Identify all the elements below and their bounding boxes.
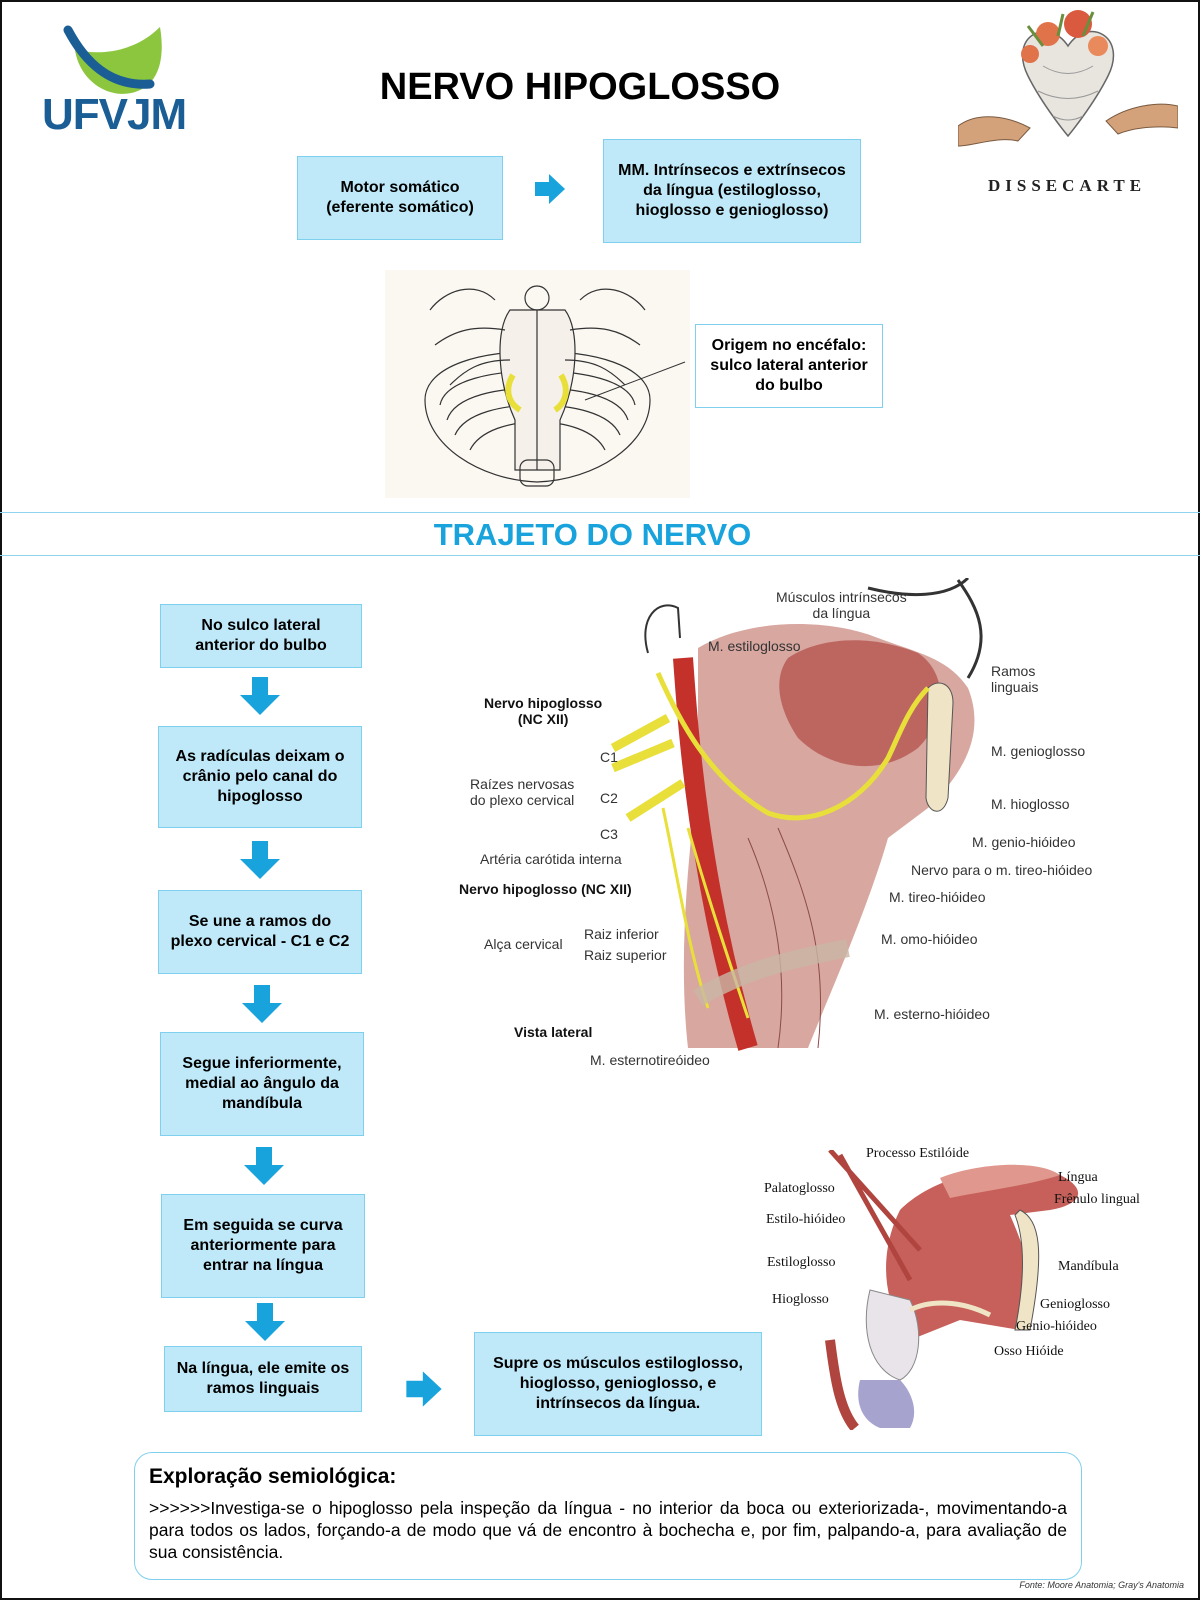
- pathway-step-label: As radículas deixam o crânio pelo canal …: [175, 748, 345, 805]
- arrow-down-icon: [242, 985, 282, 1023]
- pathway-step-3: Se une a ramos do plexo cervical - C1 e …: [158, 890, 362, 974]
- arrow-right-icon: [535, 174, 565, 204]
- lateral-neck-figure: Músculos intrínsecos da língua M. estilo…: [448, 576, 1120, 1098]
- motor-somatic-box: Motor somático (eferente somático): [297, 156, 503, 240]
- label-frenulo-lingual: Frênulo lingual: [1054, 1192, 1140, 1207]
- label-nervo-hipoglosso: Nervo hipoglosso (NC XII): [484, 695, 603, 727]
- pathway-result-label: Supre os músculos estiloglosso, hiogloss…: [493, 1355, 743, 1412]
- brainstem-figure: [385, 270, 690, 498]
- pathway-step-label: No sulco lateral anterior do bulbo: [195, 617, 327, 654]
- pathway-step-label: Segue inferiormente, medial ao ângulo da…: [182, 1055, 342, 1112]
- neck-anatomy-drawing-icon: [610, 576, 983, 1051]
- heart-flowers-hands-icon: [957, 10, 1179, 147]
- pathway-step-6: Na língua, ele emite os ramos linguais: [164, 1346, 362, 1412]
- label-genio-hioideo: Genio-hióideo: [1016, 1319, 1097, 1334]
- label-vista-lateral: Vista lateral: [514, 1024, 593, 1040]
- label-c1: C1: [600, 749, 618, 765]
- source-note: Fonte: Moore Anatomia; Gray's Anatomia: [1019, 1580, 1184, 1590]
- target-muscles-box: MM. Intrínsecos e extrínsecos da língua …: [603, 139, 861, 243]
- label-esterno-hioideo: M. esterno-hióideo: [874, 1006, 990, 1022]
- arrow-down-icon: [245, 1303, 285, 1341]
- label-tireo-hioideo: M. tireo-hióideo: [889, 889, 986, 905]
- label-processo-estiloide: Processo Estilóide: [866, 1146, 970, 1161]
- label-osso-hioide: Osso Hióide: [994, 1344, 1064, 1359]
- exploration-panel: Exploração semiológica: >>>>>>Investiga-…: [134, 1452, 1082, 1580]
- tongue-muscles-figure: Processo Estilóide Língua Palatoglosso F…: [760, 1146, 1180, 1432]
- pathway-step-4: Segue inferiormente, medial ao ângulo da…: [160, 1032, 364, 1136]
- target-muscles-label: MM. Intrínsecos e extrínsecos da língua …: [618, 162, 846, 219]
- pathway-step-label: Em seguida se curva anteriormente para e…: [183, 1217, 343, 1274]
- label-carotida: Artéria carótida interna: [480, 851, 622, 867]
- pathway-step-1: No sulco lateral anterior do bulbo: [160, 604, 362, 668]
- label-nervo-hipoglosso-2: Nervo hipoglosso (NC XII): [459, 881, 632, 897]
- exploration-text: >>>>>>Investiga-se o hipoglosso pela ins…: [149, 1498, 1067, 1562]
- label-omo-hioideo: M. omo-hióideo: [881, 931, 978, 947]
- origin-box: Origem no encéfalo: sulco lateral anteri…: [695, 324, 883, 408]
- pathway-result-box: Supre os músculos estiloglosso, hiogloss…: [474, 1332, 762, 1436]
- label-raiz-superior: Raiz superior: [584, 947, 667, 963]
- brand-text: DISSECARTE: [988, 176, 1147, 195]
- ufvjm-logo: UFVJM: [40, 22, 190, 142]
- label-esternotireoideo: M. esternotireóideo: [590, 1052, 710, 1068]
- label-lingua: Língua: [1058, 1170, 1098, 1185]
- pathway-step-label: Se une a ramos do plexo cervical - C1 e …: [170, 913, 350, 950]
- label-raizes: Raízes nervosas do plexo cervical: [470, 776, 575, 808]
- label-c3: C3: [600, 826, 618, 842]
- logo-text: UFVJM: [42, 90, 187, 139]
- label-estilo-hioideo: Estilo-hióideo: [766, 1212, 846, 1227]
- label-nervo-tireo: Nervo para o m. tireo-hióideo: [911, 862, 1093, 878]
- motor-somatic-label: Motor somático (eferente somático): [326, 179, 474, 216]
- label-intrinsic-muscles: Músculos intrínsecos da língua: [776, 589, 907, 621]
- label-estiloglosso: Estiloglosso: [767, 1255, 836, 1270]
- dissecarte-emblem: DISSECARTE: [957, 6, 1179, 201]
- label-estiloglosso: M. estiloglosso: [708, 638, 801, 654]
- arrow-right-icon: [406, 1371, 442, 1407]
- section-band: [0, 512, 1200, 556]
- label-genioglosso: Genioglosso: [1040, 1297, 1110, 1312]
- label-genioglosso: M. genioglosso: [991, 743, 1086, 759]
- section-title: TRAJETO DO NERVO: [433, 517, 752, 552]
- label-alca-cervical: Alça cervical: [484, 936, 563, 952]
- label-c2: C2: [600, 790, 618, 806]
- tongue-anatomy-drawing-icon: [825, 1148, 1079, 1432]
- pathway-step-2: As radículas deixam o crânio pelo canal …: [158, 726, 362, 828]
- arrow-down-icon: [244, 1147, 284, 1185]
- label-palatoglosso: Palatoglosso: [764, 1181, 835, 1196]
- brainstem-drawing-icon: [424, 285, 686, 487]
- origin-label: Origem no encéfalo: sulco lateral anteri…: [710, 337, 868, 394]
- exploration-heading: Exploração semiológica:: [149, 1465, 397, 1488]
- logo-leaf-icon: [63, 25, 162, 94]
- label-hioglosso: Hioglosso: [772, 1292, 829, 1307]
- label-ramos-linguais: Ramos linguais: [991, 663, 1039, 695]
- arrow-down-icon: [240, 677, 280, 715]
- pathway-step-5: Em seguida se curva anteriormente para e…: [161, 1194, 365, 1298]
- page-title: NERVO HIPOGLOSSO: [379, 66, 781, 108]
- label-raiz-inferior: Raiz inferior: [584, 926, 659, 942]
- arrow-down-icon: [240, 841, 280, 879]
- label-genio-hioideo: M. genio-hióideo: [972, 834, 1076, 850]
- pathway-step-label: Na língua, ele emite os ramos linguais: [176, 1360, 350, 1397]
- label-hioglosso: M. hioglosso: [991, 796, 1070, 812]
- label-mandibula: Mandíbula: [1058, 1259, 1119, 1274]
